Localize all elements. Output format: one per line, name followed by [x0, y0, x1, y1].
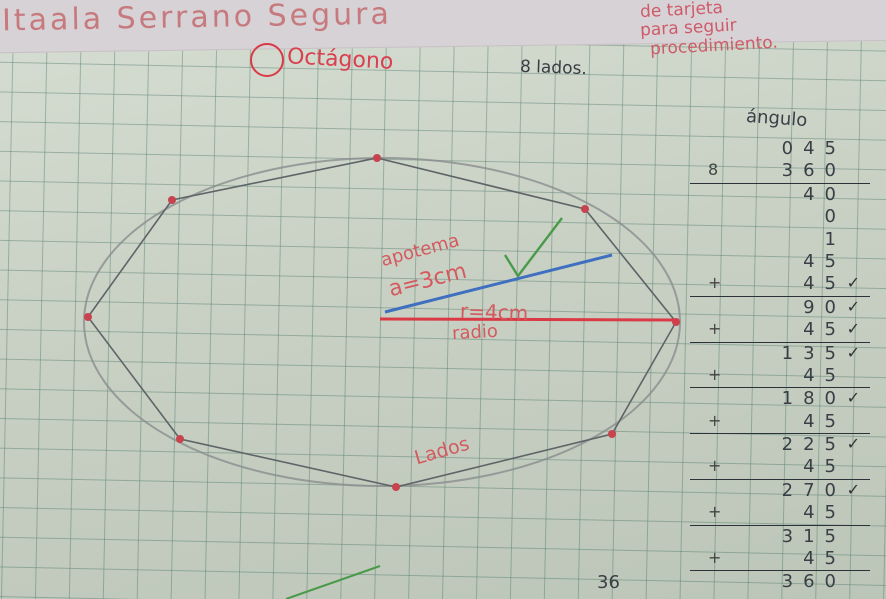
title-circled-letter	[250, 43, 284, 77]
calc-row: 225✓	[781, 434, 870, 456]
calc-row: +45	[690, 502, 870, 526]
calc-row: 135✓	[781, 342, 870, 364]
calc-row: 270✓	[781, 479, 870, 501]
calc-row: +45	[690, 456, 870, 480]
calc-row: 315	[781, 525, 846, 547]
calc-row: +45	[690, 548, 870, 572]
calc-row: 045	[781, 138, 846, 159]
calc-row: +45	[690, 411, 870, 435]
calc-row: 0	[824, 206, 846, 228]
radius-line	[379, 317, 679, 322]
apothem-line	[384, 253, 613, 314]
calc-row: 1	[824, 228, 846, 250]
calc-row: 180✓	[781, 388, 870, 410]
calc-row: +45	[690, 365, 870, 389]
circumscribed-circle	[83, 157, 681, 487]
calc-row: 360	[781, 571, 846, 593]
octagon-vertices	[84, 154, 680, 491]
calc-row: 45	[803, 250, 846, 272]
radius-label: radio	[451, 320, 499, 345]
apothem-check-mark	[503, 217, 563, 279]
bottom-green-stroke	[285, 565, 381, 599]
calc-row: 90✓	[803, 296, 870, 318]
page-number: 36	[597, 572, 620, 593]
angle-heading: ángulo	[745, 105, 808, 132]
calc-row: +45✓	[690, 319, 870, 343]
calc-row: 40	[803, 183, 846, 205]
calc-row: +45✓	[690, 273, 870, 297]
